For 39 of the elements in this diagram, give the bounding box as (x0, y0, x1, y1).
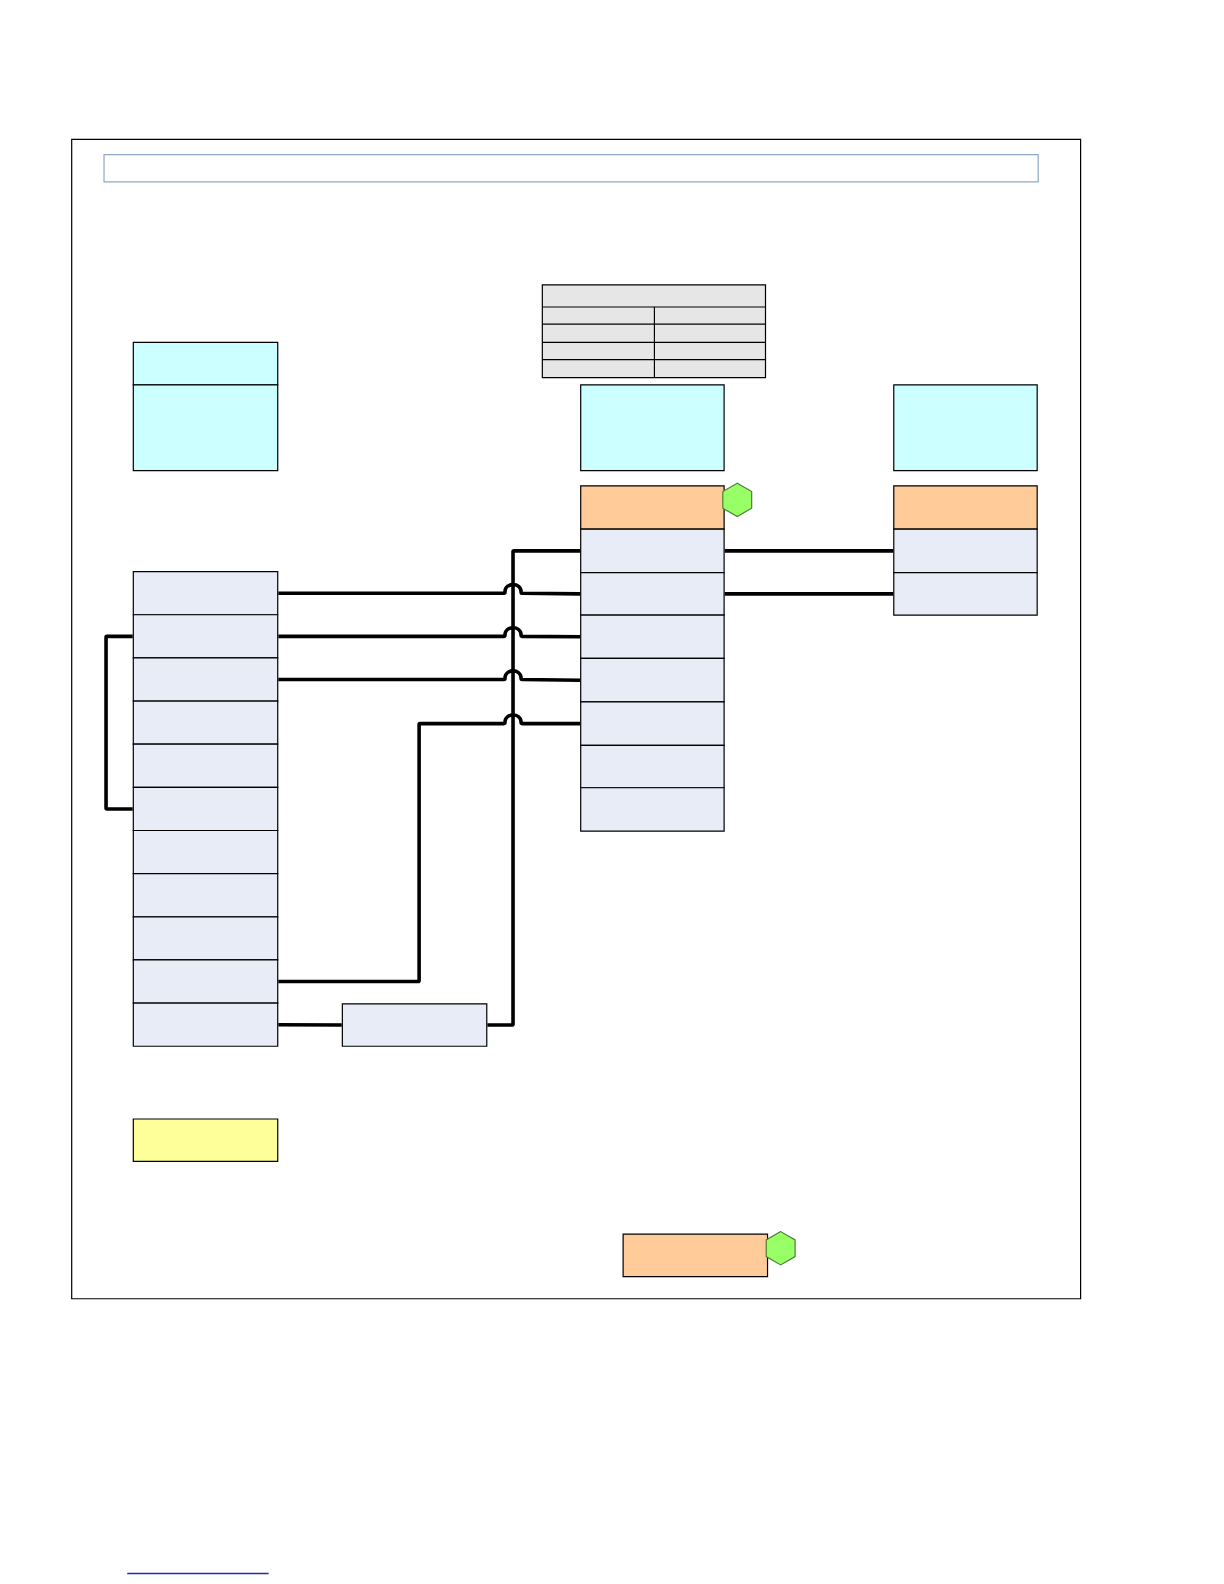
title-bar (103, 153, 1039, 183)
connector-line (278, 1022, 342, 1027)
connector-line (278, 713, 581, 984)
row-box (132, 614, 279, 659)
row-box (132, 700, 279, 745)
row-box (580, 701, 725, 746)
row-box (132, 786, 279, 832)
connector-line (724, 592, 894, 596)
info-box (893, 384, 1038, 472)
header-box (132, 341, 279, 386)
row-box (132, 829, 279, 875)
info-box (580, 384, 725, 472)
row-box (132, 959, 279, 1004)
row-box (341, 1003, 488, 1047)
row-box (580, 744, 725, 789)
hexagon-marker (722, 482, 753, 518)
row-box (132, 873, 279, 918)
row-box (893, 528, 1038, 574)
row-box (580, 528, 725, 574)
row-box (580, 614, 725, 660)
header-box (622, 1233, 769, 1278)
row-box (132, 571, 279, 616)
row-box (580, 787, 725, 832)
data-table (541, 284, 767, 379)
row-box (132, 916, 279, 961)
connector-line (724, 549, 894, 553)
row-box (132, 1002, 279, 1047)
header-box (580, 485, 725, 530)
row-box (580, 572, 725, 616)
note-box (132, 1118, 279, 1162)
info-box (132, 384, 279, 472)
row-box (580, 657, 725, 703)
row-box (132, 657, 279, 702)
connector-line (278, 626, 581, 639)
header-box (893, 485, 1038, 530)
connector-line (278, 669, 581, 682)
row-box (893, 572, 1038, 616)
row-box (132, 743, 279, 788)
connector-line (278, 582, 581, 596)
